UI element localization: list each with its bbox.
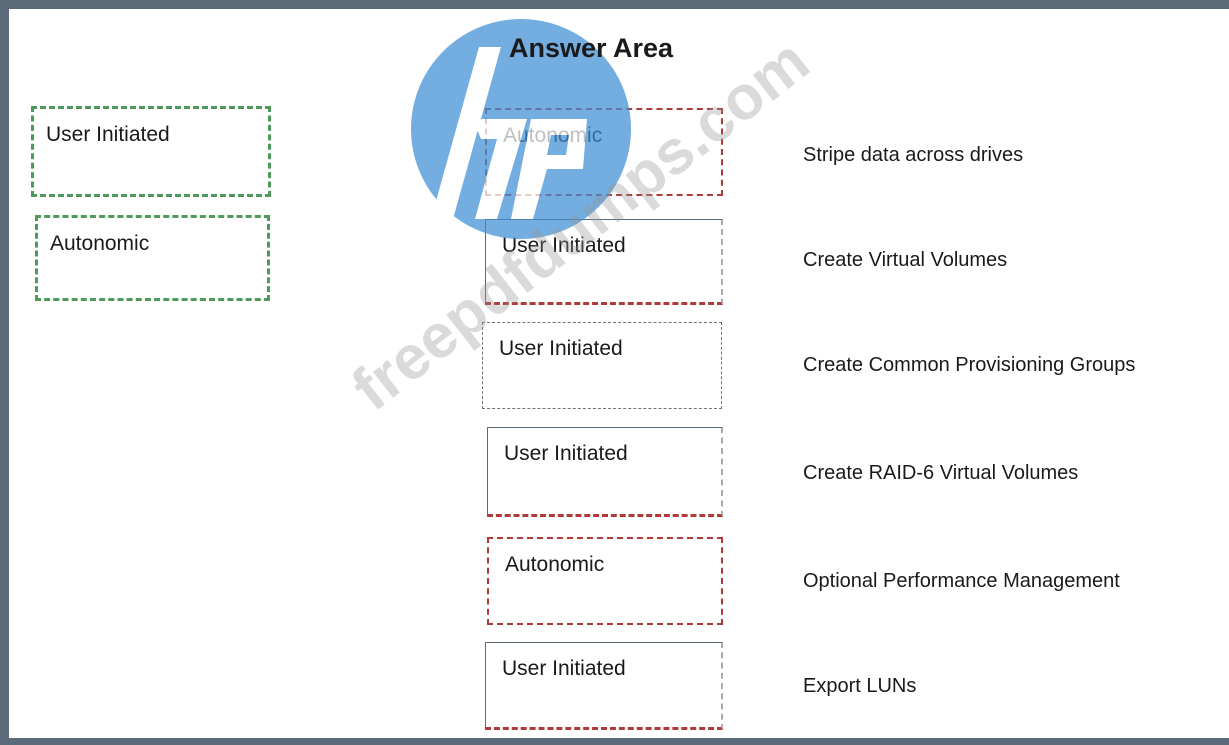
page-title: Answer Area <box>509 33 674 63</box>
answer-slot-label: User Initiated <box>504 442 628 465</box>
answer-slot-2[interactable]: User Initiated <box>485 219 723 305</box>
answer-slot-1[interactable]: Autonomic <box>485 108 723 196</box>
answer-slot-5[interactable]: Autonomic <box>487 537 723 625</box>
source-option-label: Autonomic <box>50 232 150 255</box>
answer-slot-4[interactable]: User Initiated <box>487 427 723 517</box>
answer-slot-label: User Initiated <box>502 657 626 680</box>
answer-slot-label: User Initiated <box>502 234 626 257</box>
answer-slot-label: Autonomic <box>505 553 605 576</box>
task-label-virtual-volumes: Create Virtual Volumes <box>803 249 1008 271</box>
answer-slot-3[interactable]: User Initiated <box>482 322 722 409</box>
answer-slot-label: User Initiated <box>499 337 623 360</box>
task-label-cpg: Create Common Provisioning Groups <box>803 354 1136 376</box>
answer-slot-6[interactable]: User Initiated <box>485 642 723 730</box>
answer-slot-label: Autonomic <box>503 124 603 147</box>
source-option-user-initiated[interactable]: User Initiated <box>31 106 271 197</box>
source-option-label: User Initiated <box>46 123 170 146</box>
task-label-stripe: Stripe data across drives <box>803 144 1024 166</box>
task-label-export-luns: Export LUNs <box>803 675 917 697</box>
task-label-performance: Optional Performance Management <box>803 570 1120 592</box>
task-label-raid6: Create RAID-6 Virtual Volumes <box>803 462 1079 484</box>
source-option-autonomic[interactable]: Autonomic <box>35 215 270 301</box>
